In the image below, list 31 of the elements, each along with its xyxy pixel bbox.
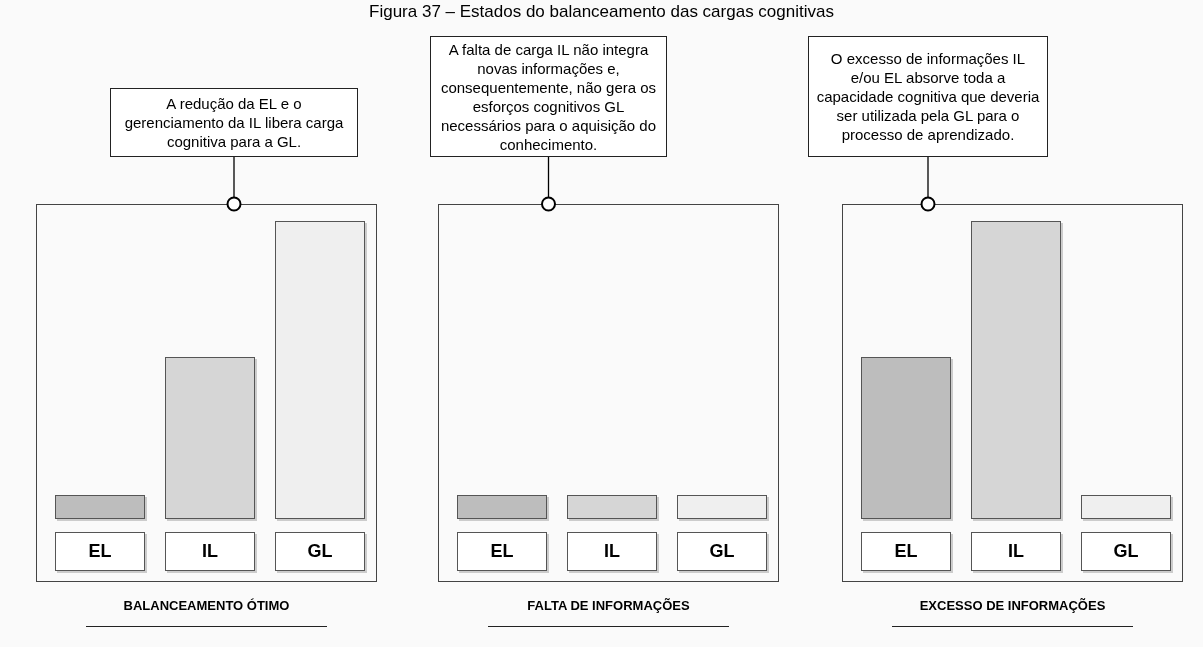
bar bbox=[457, 495, 547, 519]
axis-label: EL bbox=[861, 532, 951, 571]
panel-box bbox=[842, 204, 1183, 582]
axis-label: IL bbox=[567, 532, 657, 571]
bar bbox=[861, 357, 951, 519]
bar bbox=[165, 357, 255, 519]
callout-box: A redução da EL e o gerenciamento da IL libera carga cognitiva para a GL. bbox=[110, 88, 358, 157]
panel-title: BALANCEAMENTO ÓTIMO bbox=[86, 598, 327, 627]
axis-label: EL bbox=[457, 532, 547, 571]
panel-title: FALTA DE INFORMAÇÕES bbox=[488, 598, 729, 627]
bar bbox=[1081, 495, 1171, 519]
leader-line bbox=[920, 156, 936, 212]
bar bbox=[971, 221, 1061, 519]
axis-label: IL bbox=[165, 532, 255, 571]
axis-label: GL bbox=[1081, 532, 1171, 571]
panel-box bbox=[438, 204, 779, 582]
callout-box: A falta de carga IL não integra novas informações e, consequentemente, não gera os esforços cognitivos GL necessários para o aquisição do conhecimento. bbox=[430, 36, 667, 157]
axis-label: IL bbox=[971, 532, 1061, 571]
axis-label: GL bbox=[275, 532, 365, 571]
bar bbox=[275, 221, 365, 519]
figure-title: Figura 37 – Estados do balanceamento das cargas cognitivas bbox=[368, 2, 835, 22]
leader-line bbox=[541, 156, 556, 212]
panel-box bbox=[36, 204, 377, 582]
callout-box: O excesso de informações IL e/ou EL absorve toda a capacidade cognitiva que deveria ser utilizada pela GL para o processo de aprendizado. bbox=[808, 36, 1048, 157]
bar bbox=[677, 495, 767, 519]
bar bbox=[55, 495, 145, 519]
axis-label: EL bbox=[55, 532, 145, 571]
axis-label: GL bbox=[677, 532, 767, 571]
panel-title: EXCESSO DE INFORMAÇÕES bbox=[892, 598, 1133, 627]
leader-line bbox=[226, 156, 242, 212]
bar bbox=[567, 495, 657, 519]
